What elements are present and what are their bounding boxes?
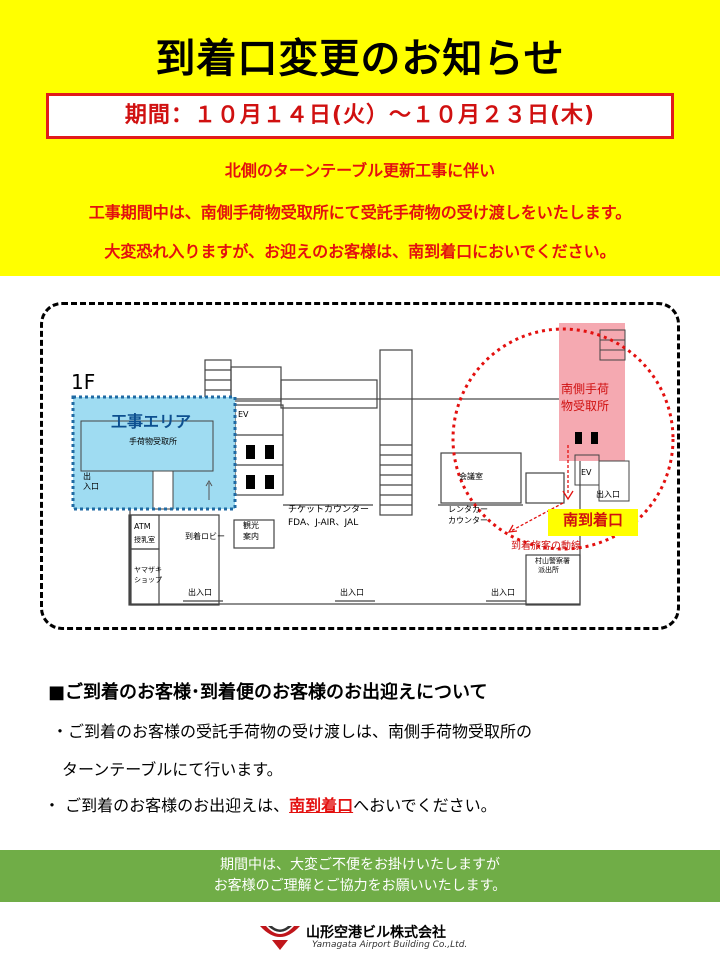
apology-banner: 期間中は、大変ご不便をお掛けいたしますが お客様のご理解とご協力をお願いいたしま… bbox=[0, 850, 720, 902]
period-box: 期間：１０月１４日(火）～１０月２３日(木) bbox=[46, 93, 674, 139]
meeting-room bbox=[440, 452, 522, 504]
company-logo: 山形空港ビル株式会社 Yamagata Airport Building Co.… bbox=[256, 916, 468, 956]
construction-area-label: 工事エリア bbox=[111, 412, 192, 431]
atm-label: ATM bbox=[134, 522, 151, 531]
floor-map-drawing bbox=[71, 323, 675, 606]
notice-line-2: 工事期間中は、南側手荷物受取所にて受託手荷物の受け渡しをいたします。 bbox=[88, 203, 632, 222]
yamazaki-label-2: ショップ bbox=[134, 576, 162, 584]
south-baggage-label-1: 南側手荷 bbox=[561, 382, 610, 396]
exit-bottom-2: 出入口 bbox=[340, 588, 364, 597]
exit-left-1: 出 bbox=[83, 472, 91, 481]
info-heading: ■ご到着のお客様･到着便のお客様のお出迎えについて bbox=[48, 682, 488, 703]
exit-bottom-3: 出入口 bbox=[491, 588, 515, 597]
ticket-label-2: FDA、J-AIR、JAL bbox=[288, 518, 359, 528]
nursing-label: 授乳室 bbox=[134, 536, 155, 544]
arrival-route-label: 到着旅客の動線 bbox=[511, 541, 581, 552]
apology-line-2: お客様のご理解とご協力をお願いいたします。 bbox=[213, 878, 507, 894]
south-arrival-label: 南到着口 bbox=[563, 511, 624, 529]
police-label-2: 派出所 bbox=[538, 566, 559, 574]
south-arrival-highlight bbox=[451, 327, 675, 551]
floor-map: 1F 工事エリア 手荷物受取所 EV 出 入口 ATM 授乳室 到着ロビー 観光… bbox=[40, 302, 680, 630]
construction-area-border bbox=[71, 395, 237, 511]
apology-line-1: 期間中は、大変ご不便をお掛けいたしますが bbox=[220, 857, 500, 873]
company-emblem-icon bbox=[260, 926, 300, 950]
exit-bottom-1: 出入口 bbox=[188, 588, 212, 597]
tourist-label-1: 観光 bbox=[243, 521, 259, 530]
info-line-2: ターンテーブルにて行います。 bbox=[62, 760, 283, 779]
rental-label-1: レンタカー bbox=[448, 505, 488, 514]
company-name: 山形空港ビル株式会社 bbox=[306, 925, 446, 941]
notice-line-1: 北側のターンテーブル更新工事に伴い bbox=[224, 161, 496, 180]
period-text: 期間：１０月１４日(火）～１０月２３日(木) bbox=[124, 103, 596, 128]
company-name-en: Yamagata Airport Building Co.,Ltd. bbox=[312, 940, 468, 950]
meeting-room-label: 会議室 bbox=[459, 472, 483, 481]
notice-header: 到着口変更のお知らせ 期間：１０月１４日(火）～１０月２３日(木) 北側のターン… bbox=[0, 0, 720, 276]
tourist-label-2: 案内 bbox=[243, 532, 259, 541]
info-line-3-post: へおいでください。 bbox=[353, 796, 497, 815]
toilet-icons bbox=[246, 445, 274, 489]
rental-label-2: カウンター bbox=[448, 516, 488, 525]
page-title: 到着口変更のお知らせ bbox=[155, 36, 565, 82]
north-baggage-label: 手荷物受取所 bbox=[129, 437, 177, 446]
info-line-1: ・ご到着のお客様の受託手荷物の受け渡しは、南側手荷物受取所の bbox=[52, 722, 533, 741]
police-label-1: 村山警察署 bbox=[535, 557, 570, 565]
lobby-label: 到着ロビー bbox=[185, 532, 225, 541]
yamazaki-label-1: ヤマザキ bbox=[134, 566, 162, 574]
ticket-label-1: チケットカウンター bbox=[288, 505, 370, 515]
info-line-3-pre: ・ ご到着のお客様のお出迎えは、 bbox=[44, 796, 290, 815]
exit-left-2: 入口 bbox=[83, 482, 99, 491]
exit-right: 出入口 bbox=[596, 490, 620, 499]
south-arrival-label-bg bbox=[548, 509, 638, 536]
south-arrival-highlight-text: 南到着口 bbox=[289, 796, 354, 815]
info-line-3: ・ ご到着のお客様のお出迎えは、南到着口へおいでください。 bbox=[44, 792, 497, 816]
floor-label: 1F bbox=[71, 370, 96, 394]
ev2-label: EV bbox=[581, 468, 592, 477]
ev-label: EV bbox=[238, 410, 249, 419]
notice-line-3: 大変恐れ入りますが、お迎えのお客様は、南到着口においでください。 bbox=[104, 242, 616, 261]
south-baggage-label-2: 物受取所 bbox=[561, 399, 610, 413]
